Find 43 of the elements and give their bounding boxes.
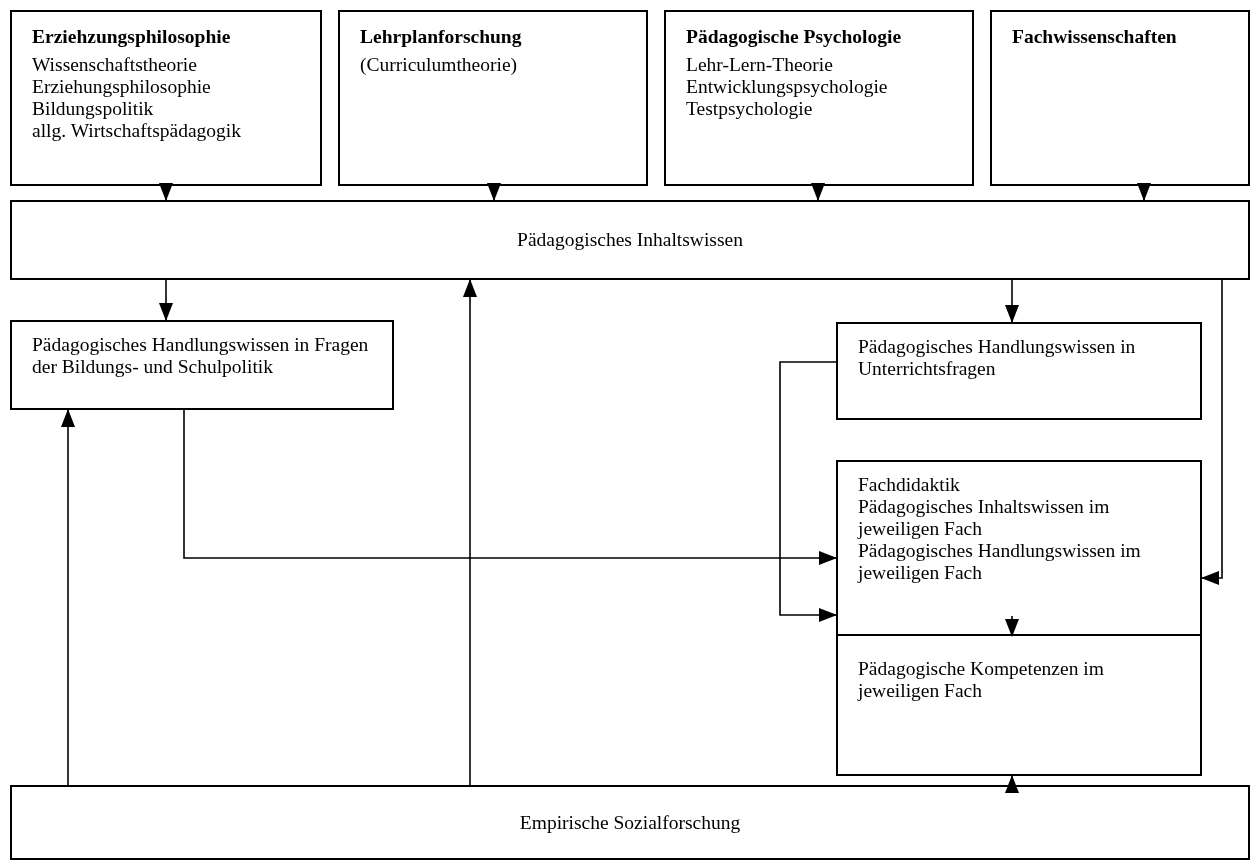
box-text: Pädagogisches Handlungswissen im jeweiligen Fach (858, 540, 1142, 584)
box-heading: Lehrplanforschung (360, 26, 522, 48)
text-box (990, 10, 1250, 186)
box-heading: Fachwissenschaften (1012, 26, 1177, 48)
arrow (159, 279, 173, 321)
box-text: Fachdidaktik (858, 474, 960, 496)
arrow (1005, 279, 1019, 323)
box-text: Pädagogisches Inhaltswissen im jeweiligen Fach (858, 496, 1111, 540)
arrow (183, 409, 837, 565)
box-heading: Erziehzungsphilosophie (32, 26, 231, 48)
arrow (463, 279, 477, 786)
text-box (836, 460, 1202, 636)
box-text: Erziehungsphilosophie (32, 76, 211, 98)
box-text: (Curriculumtheorie) (360, 54, 518, 76)
arrow (159, 183, 173, 201)
box-text: Lehr-Lern-Theorie (686, 54, 833, 76)
arrow (1005, 615, 1019, 637)
text-box (10, 10, 322, 186)
box-text: Empirische Sozialforschung (519, 811, 741, 834)
box-text: Pädagogisches Handlungswissen in Fragen der Bildungs- und Schulpolitik (32, 334, 370, 378)
arrow (811, 183, 825, 201)
box-text: allg. Wirtschaftspädagogik (32, 120, 241, 142)
box-heading: Pädagogische Psychologie (686, 26, 902, 48)
text-box (10, 785, 1250, 860)
arrow (1005, 775, 1019, 793)
arrow (1137, 183, 1151, 201)
box-text: Pädagogisches Handlungswissen in Unterrichtsfragen (858, 336, 1137, 380)
text-box (338, 10, 648, 186)
text-box (836, 322, 1202, 420)
arrow (779, 361, 837, 622)
arrow (1201, 279, 1223, 585)
arrow (487, 183, 501, 201)
text-box (836, 636, 1202, 776)
text-box (664, 10, 974, 186)
text-box (10, 320, 394, 410)
box-text: Testpsychologie (686, 98, 813, 120)
box-text: Wissenschaftstheorie (32, 54, 197, 76)
arrow (61, 409, 75, 786)
text-box (10, 200, 1250, 280)
box-text: Pädagogisches Inhaltswissen (517, 229, 743, 251)
box-text: Entwicklungspsychologie (686, 76, 888, 98)
box-text: Pädagogische Kompetenzen im jeweiligen Fach (858, 658, 1105, 702)
box-text: Bildungspolitik (32, 98, 154, 120)
